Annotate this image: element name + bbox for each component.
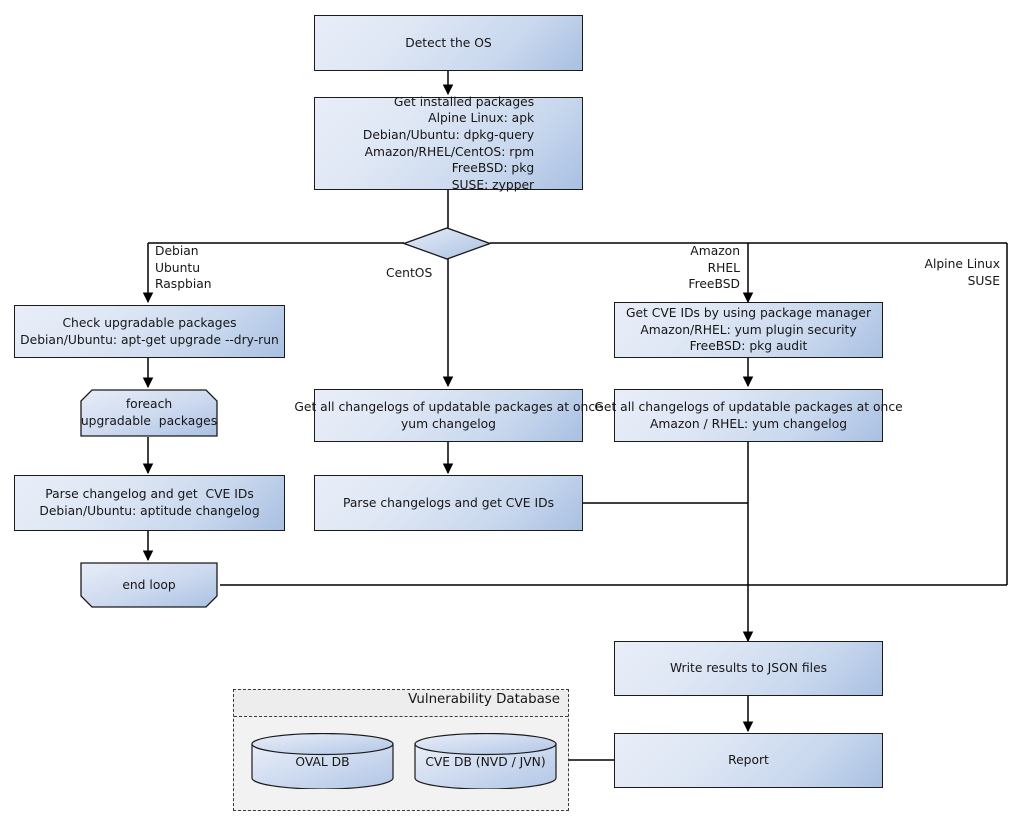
database-cve[interactable]: CVE DB (NVD / JVN) <box>414 733 557 789</box>
database-oval[interactable]: OVAL DB <box>251 733 394 789</box>
node-parse-changelog-deb[interactable]: Parse changelog and get CVE IDs Debian/U… <box>14 475 285 531</box>
node-end-loop-label: end loop <box>122 577 176 592</box>
edge-label-amazon: Amazon RHEL FreeBSD <box>620 243 740 293</box>
node-end-loop[interactable]: end loop <box>80 562 218 608</box>
node-changelogs-rhel-label: Get all changelogs of updatable packages… <box>594 399 903 431</box>
node-changelogs-centos-label: Get all changelogs of updatable packages… <box>294 399 603 431</box>
node-parse-changelog-deb-label: Parse changelog and get CVE IDs Debian/U… <box>39 487 260 518</box>
node-get-cve-ids-pkgmgr[interactable]: Get CVE IDs by using package manager Ama… <box>614 302 883 358</box>
node-get-installed-packages-label: Get installed packages Alpine Linux: apk… <box>362 94 535 192</box>
node-get-installed-packages[interactable]: Get installed packages Alpine Linux: apk… <box>314 95 583 192</box>
node-decision-os[interactable] <box>403 227 491 260</box>
vulnerability-database-titlebar <box>234 690 568 717</box>
vulnerability-database-title: Vulnerability Database <box>408 692 560 707</box>
edge-label-debian: Debian Ubuntu Raspbian <box>155 243 275 293</box>
node-changelogs-rhel[interactable]: Get all changelogs of updatable packages… <box>594 389 903 442</box>
foreach-shape <box>80 389 218 437</box>
node-check-upgradable[interactable]: Check upgradable packages Debian/Ubuntu:… <box>14 305 285 358</box>
node-foreach-loop[interactable]: foreach upgradable packages <box>80 389 218 437</box>
edge-label-alpine-text: Alpine Linux SUSE <box>924 257 1000 288</box>
node-parse-changelogs-centos-label: Parse changelogs and get CVE IDs <box>343 495 554 510</box>
node-changelogs-centos[interactable]: Get all changelogs of updatable packages… <box>294 389 603 442</box>
cylinder-icon <box>251 733 394 789</box>
node-get-cve-ids-pkgmgr-label: Get CVE IDs by using package manager Ama… <box>625 306 872 354</box>
end-loop-shape <box>80 562 218 608</box>
database-cve-label: CVE DB (NVD / JVN) <box>425 755 546 769</box>
node-foreach-loop-label: foreach upgradable packages <box>80 397 218 428</box>
edge-label-alpine: Alpine Linux SUSE <box>878 256 1000 289</box>
node-detect-os-label: Detect the OS <box>405 35 492 50</box>
edge-label-centos-text: CentOS <box>386 266 433 280</box>
node-check-upgradable-label: Check upgradable packages Debian/Ubuntu:… <box>20 315 279 347</box>
node-write-results[interactable]: Write results to JSON files <box>614 641 883 696</box>
node-write-results-label: Write results to JSON files <box>669 661 828 676</box>
node-report-label: Report <box>728 753 769 768</box>
vulnerability-database-group: Vulnerability Database OVAL DB <box>233 689 569 811</box>
edge-label-amazon-text: Amazon RHEL FreeBSD <box>688 244 740 291</box>
database-oval-label: OVAL DB <box>295 755 350 769</box>
edge-label-centos: CentOS <box>386 265 446 282</box>
node-report[interactable]: Report <box>614 733 883 788</box>
node-detect-os[interactable]: Detect the OS <box>314 15 583 71</box>
node-parse-changelogs-centos[interactable]: Parse changelogs and get CVE IDs <box>314 475 583 531</box>
edge-label-debian-text: Debian Ubuntu Raspbian <box>155 244 212 291</box>
cylinder-icon <box>414 733 557 789</box>
